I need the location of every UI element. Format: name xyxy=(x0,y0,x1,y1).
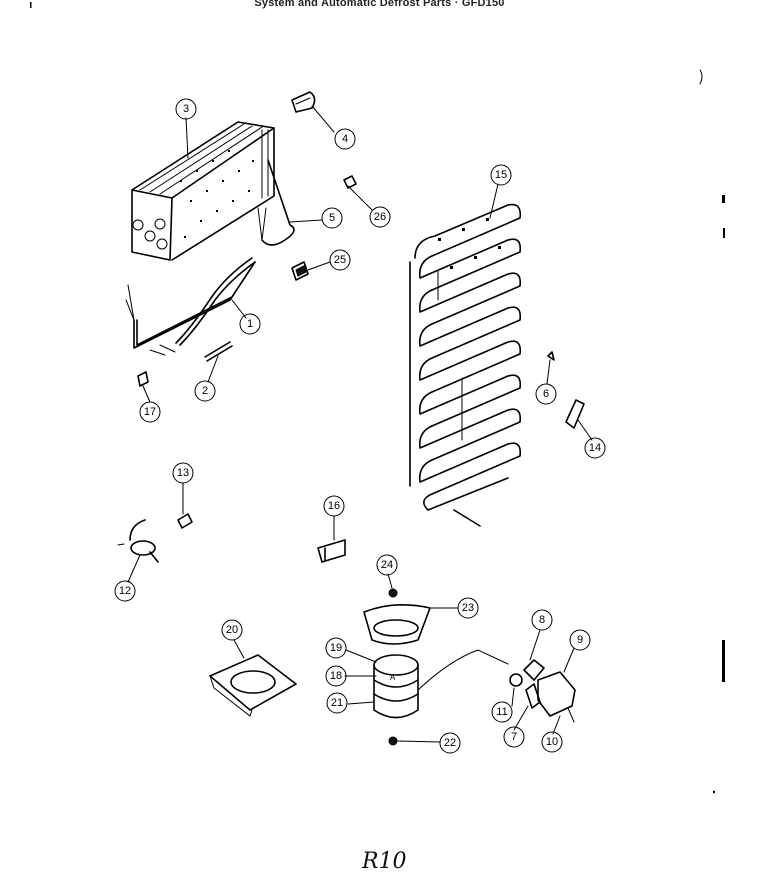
callout-21: 21 xyxy=(326,692,348,714)
callout-12: 12 xyxy=(114,580,136,602)
evaporator-coil xyxy=(131,121,275,261)
callout-1: 1 xyxy=(239,313,261,335)
callout-16: 16 xyxy=(323,495,345,517)
svg-text:4: 4 xyxy=(342,133,348,145)
connector-part xyxy=(291,261,309,281)
callout-26: 26 xyxy=(369,206,391,228)
svg-text:17: 17 xyxy=(144,406,156,418)
svg-text:7: 7 xyxy=(511,731,517,743)
svg-text:19: 19 xyxy=(330,642,342,654)
svg-text:16: 16 xyxy=(328,500,340,512)
callout-5: 5 xyxy=(321,207,343,229)
relay-overload-assembly xyxy=(509,659,576,723)
svg-text:18: 18 xyxy=(330,670,342,682)
callout-6: 6 xyxy=(535,383,557,405)
callout-7: 7 xyxy=(503,726,525,748)
callout-14: 14 xyxy=(584,437,606,459)
svg-text:8: 8 xyxy=(539,614,545,626)
condenser-coil xyxy=(409,203,522,527)
defrost-heater xyxy=(125,257,256,356)
callout-23: 23 xyxy=(457,597,479,619)
callout-20: 20 xyxy=(221,619,243,641)
retainer-part xyxy=(343,175,357,189)
svg-text:21: 21 xyxy=(331,697,343,709)
callouts: 1 2 3 4 5 6 7 8 9 10 11 12 13 14 15 16 1… xyxy=(114,98,606,754)
svg-text:2: 2 xyxy=(202,385,208,397)
callout-9: 9 xyxy=(569,629,591,651)
callout-24: 24 xyxy=(376,554,398,576)
callout-18: 18 xyxy=(325,665,347,687)
compressor-base-plate xyxy=(209,654,297,717)
callout-25: 25 xyxy=(329,249,351,271)
terminal-part xyxy=(177,513,193,529)
svg-text:6: 6 xyxy=(543,388,549,400)
compressor: A xyxy=(373,649,509,719)
leader-lines xyxy=(127,105,593,743)
callout-3: 3 xyxy=(175,98,197,120)
sensor-clip xyxy=(291,91,316,113)
svg-text:5: 5 xyxy=(329,212,335,224)
svg-text:11: 11 xyxy=(496,706,507,718)
svg-text:15: 15 xyxy=(495,169,507,181)
svg-text:14: 14 xyxy=(589,442,601,454)
callout-17: 17 xyxy=(139,401,161,423)
callout-11: 11 xyxy=(491,701,513,723)
mounting-bracket xyxy=(317,539,346,563)
screw-part xyxy=(547,351,555,361)
callout-19: 19 xyxy=(325,637,347,659)
callout-15: 15 xyxy=(490,164,512,186)
svg-text:20: 20 xyxy=(226,624,238,636)
svg-text:9: 9 xyxy=(577,634,583,646)
svg-text:24: 24 xyxy=(381,559,393,571)
svg-text:A: A xyxy=(390,673,396,682)
grommet-top xyxy=(388,588,398,598)
svg-text:23: 23 xyxy=(462,602,474,614)
svg-text:22: 22 xyxy=(444,737,456,749)
defrost-thermostat xyxy=(117,519,159,563)
callout-10: 10 xyxy=(541,731,563,753)
callout-22: 22 xyxy=(439,732,461,754)
heater-clip xyxy=(204,341,233,362)
svg-text:25: 25 xyxy=(334,254,346,266)
bracket-part xyxy=(565,399,585,429)
grommet-bottom xyxy=(388,736,398,746)
compressor-mat xyxy=(363,604,431,645)
clip-part xyxy=(137,371,149,387)
callout-13: 13 xyxy=(172,462,194,484)
handwritten-note: R10 xyxy=(361,849,407,874)
svg-text:26: 26 xyxy=(374,211,386,223)
svg-text:1: 1 xyxy=(247,318,253,330)
svg-text:12: 12 xyxy=(119,585,131,597)
svg-text:10: 10 xyxy=(546,736,558,748)
scan-marks xyxy=(30,2,725,794)
page-title: System and Automatic Defrost Parts · GFD… xyxy=(254,0,505,9)
svg-text:3: 3 xyxy=(183,103,189,115)
svg-text:13: 13 xyxy=(177,467,189,479)
callout-4: 4 xyxy=(334,128,356,150)
heater-lead-wire xyxy=(257,159,295,246)
callout-8: 8 xyxy=(531,609,553,631)
callout-2: 2 xyxy=(194,380,216,402)
